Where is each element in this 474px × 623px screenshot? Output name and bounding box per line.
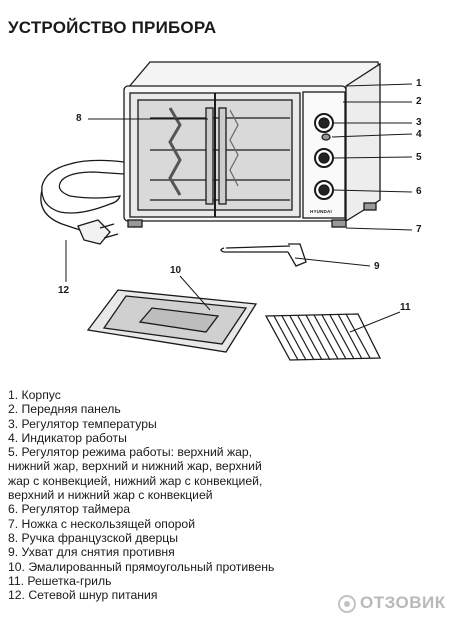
callout-3: 3 [416, 117, 422, 128]
callout-9: 9 [374, 261, 380, 272]
callout-4: 4 [416, 129, 422, 140]
callout-10: 10 [170, 265, 182, 276]
callout-5: 5 [416, 152, 422, 163]
power-indicator [321, 133, 331, 141]
callout-6: 6 [416, 186, 422, 197]
callout-2: 2 [416, 96, 422, 107]
oven-diagram [40, 61, 413, 361]
callout-8: 8 [76, 113, 82, 124]
legend-item: 11. Решетка-гриль [8, 573, 112, 588]
door-handle-right [218, 107, 227, 205]
legend-item: 7. Ножка с нескользящей опорой [8, 516, 196, 531]
watermark: ОТЗОВИК [338, 593, 474, 619]
legend-item: нижний жар, верхний и нижний жар, верхни… [8, 459, 262, 474]
legend-item: 2. Передняя панель [8, 402, 121, 417]
power-cord [41, 159, 125, 214]
legend-item: 10. Эмалированный прямоугольный противен… [8, 559, 275, 574]
oven-foot [127, 219, 143, 228]
legend-item: 12. Сетевой шнур питания [8, 588, 158, 603]
callout-11: 11 [400, 302, 411, 313]
legend-item: 5. Регулятор режима работы: верхний жар, [8, 445, 253, 460]
power-plug [77, 219, 111, 245]
legend-item: 6. Регулятор таймера [8, 502, 131, 517]
legend-item: жар с конвекцией, нижний жар с конвекцие… [8, 473, 263, 488]
legend-item: 3. Регулятор температуры [8, 416, 157, 431]
legend-item: верхний и нижний жар с конвекцией [8, 488, 213, 503]
page-title: УСТРОЙСТВО ПРИБОРА [8, 18, 217, 37]
grill-rack [264, 313, 382, 361]
legend-item: 8. Ручка французской дверцы [8, 530, 179, 545]
legend-item: 1. Корпус [8, 388, 61, 402]
parts-legend: 1. Корпус 2. Передняя панель 3. Регулято… [8, 388, 308, 602]
legend-item: 4. Индикатор работы [8, 430, 127, 445]
oven-brand-label: HYUNDAI [310, 209, 332, 214]
watermark-logo-icon [338, 595, 356, 613]
tray-lifter [220, 243, 307, 267]
oven-body [126, 61, 381, 89]
callout-1: 1 [416, 78, 422, 89]
legend-item: 9. Ухват для снятия противня [8, 545, 175, 560]
callout-7: 7 [416, 224, 422, 235]
door-handle-left [205, 107, 214, 205]
callout-12: 12 [58, 285, 70, 296]
watermark-text: ОТЗОВИК [360, 593, 446, 612]
